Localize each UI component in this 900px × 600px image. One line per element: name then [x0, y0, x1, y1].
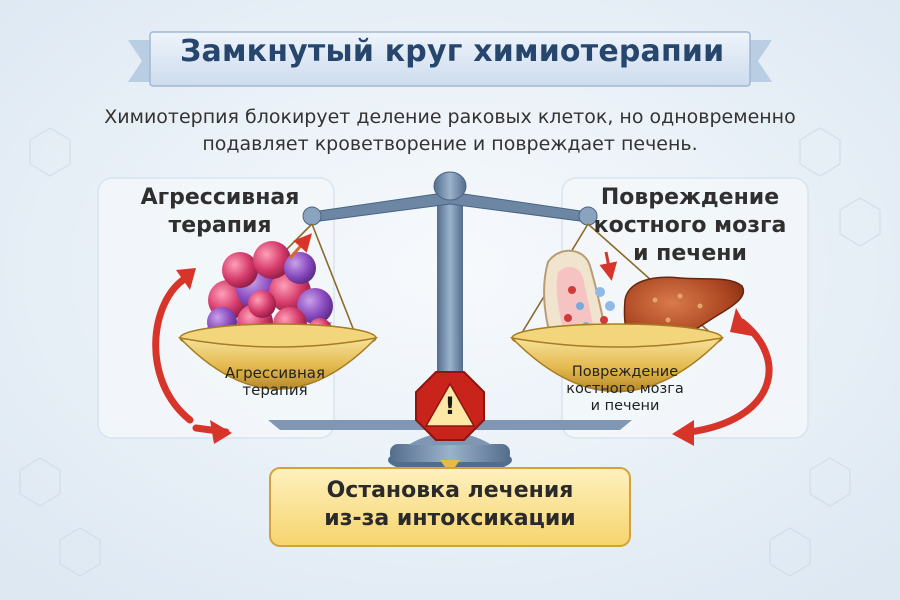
left-pan-label-line-2: терапия: [242, 381, 308, 399]
right-title-line-2: костного мозга: [593, 213, 787, 238]
left-pan-label-line-1: Агрессивная: [225, 364, 325, 382]
subtitle: Химиотерпия блокирует деление раковых кл…: [60, 104, 840, 158]
bottom-result-label: Остановка лечения из-за интоксикации: [277, 477, 623, 533]
right-pan-label: Повреждение костного мозга и печени: [525, 364, 725, 415]
page-title: Замкнутый круг химиотерапии: [180, 34, 725, 69]
right-pan-label-line-1: Повреждение: [571, 364, 679, 380]
bottom-result-box: [269, 460, 631, 547]
hexagon-pattern: [19, 127, 881, 577]
bottom-result-line-1: Остановка лечения: [326, 478, 574, 503]
subtitle-line-1: Химиотерпия блокирует деление раковых кл…: [104, 106, 796, 128]
cycle-arrowheads: [176, 268, 752, 446]
subtitle-line-2: подавляет кроветворение и повреждает печ…: [202, 133, 698, 155]
right-pan-label-line-3: и печени: [590, 398, 660, 414]
orange-arrow-icon: [288, 233, 312, 259]
right-pan: [509, 323, 725, 393]
right-title-line-3: и печени: [633, 241, 747, 266]
title-banner: [128, 31, 772, 87]
left-panel-title: Агрессивная терапия: [105, 184, 335, 240]
right-panel-title: Повреждение костного мозга и печени: [570, 184, 810, 268]
right-title-line-1: Повреждение: [600, 185, 780, 210]
left-pan-label: Агрессивная терапия: [190, 365, 360, 399]
bottom-result-line-2: из-за интоксикации: [324, 506, 576, 531]
warning-icon: [415, 371, 485, 441]
left-pan: [177, 323, 379, 390]
warning-exclamation: !: [444, 392, 456, 420]
right-pan-label-line-2: костного мозга: [566, 381, 684, 397]
left-title-line-1: Агрессивная: [140, 185, 300, 210]
left-title-line-2: терапия: [168, 213, 272, 238]
